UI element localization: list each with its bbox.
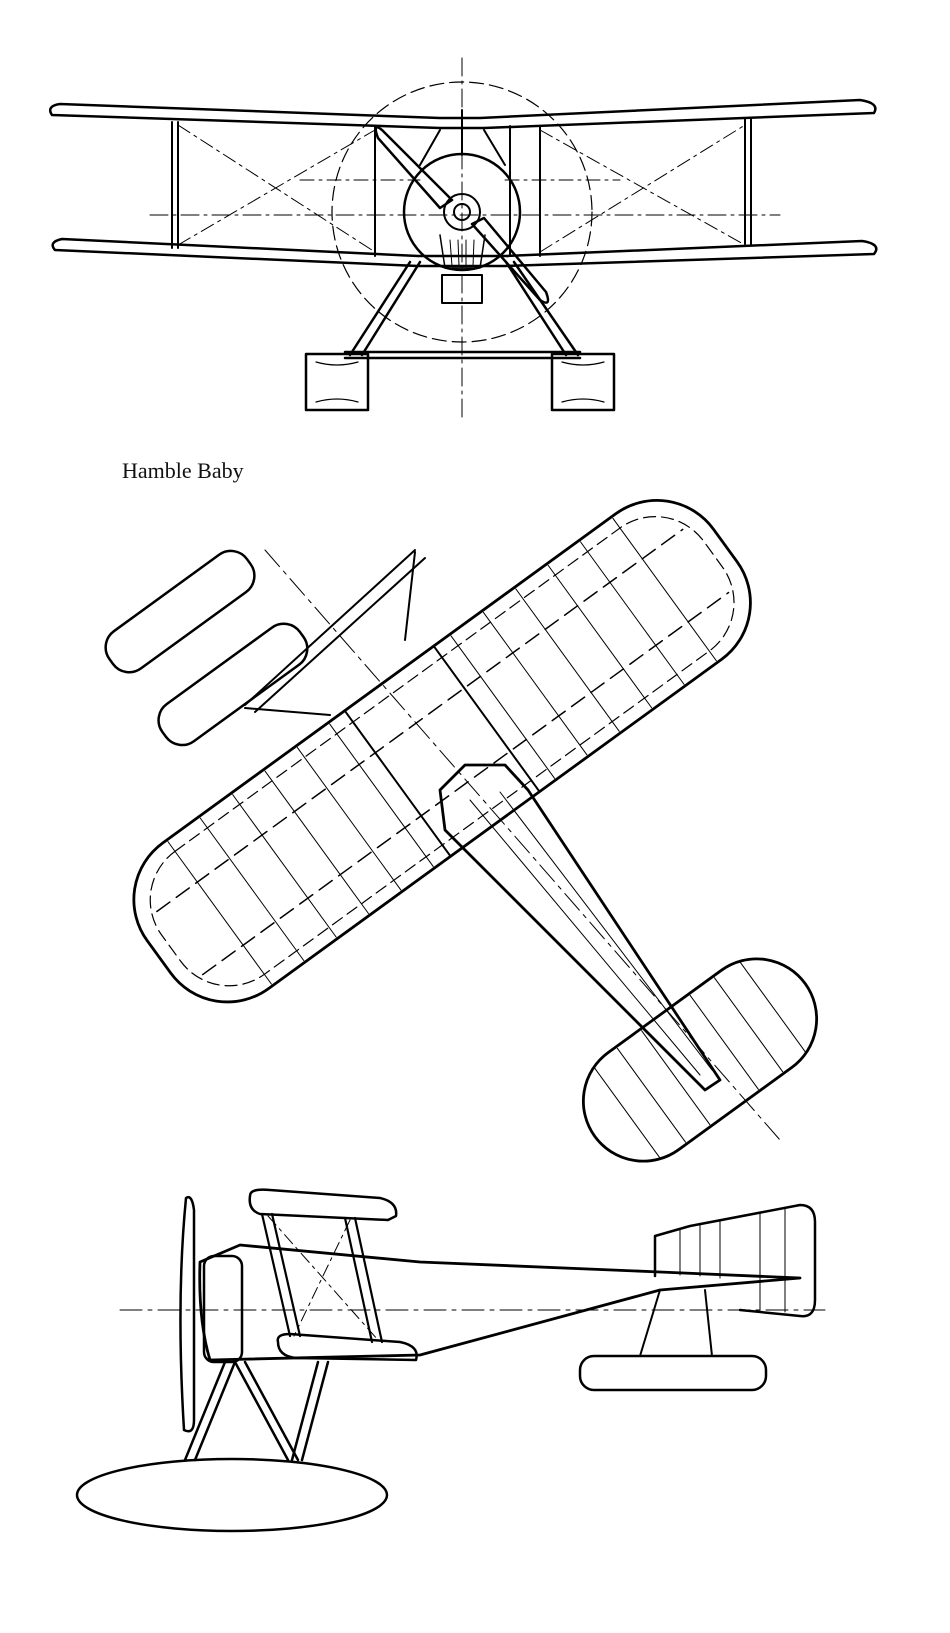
lower-wing	[53, 239, 877, 266]
plan-view	[98, 473, 841, 1185]
fin-rudder	[655, 1205, 815, 1316]
side-view	[77, 1190, 825, 1531]
lower-wing-side	[278, 1334, 417, 1360]
tailplane	[560, 935, 841, 1185]
float-front	[306, 354, 614, 410]
fuselage-side	[200, 1245, 800, 1360]
main-float	[77, 1459, 387, 1531]
tail-float	[580, 1356, 766, 1390]
upper-wing	[50, 100, 875, 128]
front-view	[50, 58, 876, 420]
propeller-side	[180, 1197, 194, 1431]
float-plan	[151, 616, 316, 753]
wing-planform	[106, 473, 778, 1030]
float-plan	[98, 543, 263, 680]
propeller-blade	[376, 127, 452, 208]
upper-wing-side	[250, 1190, 396, 1220]
propeller-disc	[332, 82, 592, 342]
figure-caption: Hamble Baby	[122, 458, 244, 483]
fuselage-plan	[440, 765, 720, 1090]
